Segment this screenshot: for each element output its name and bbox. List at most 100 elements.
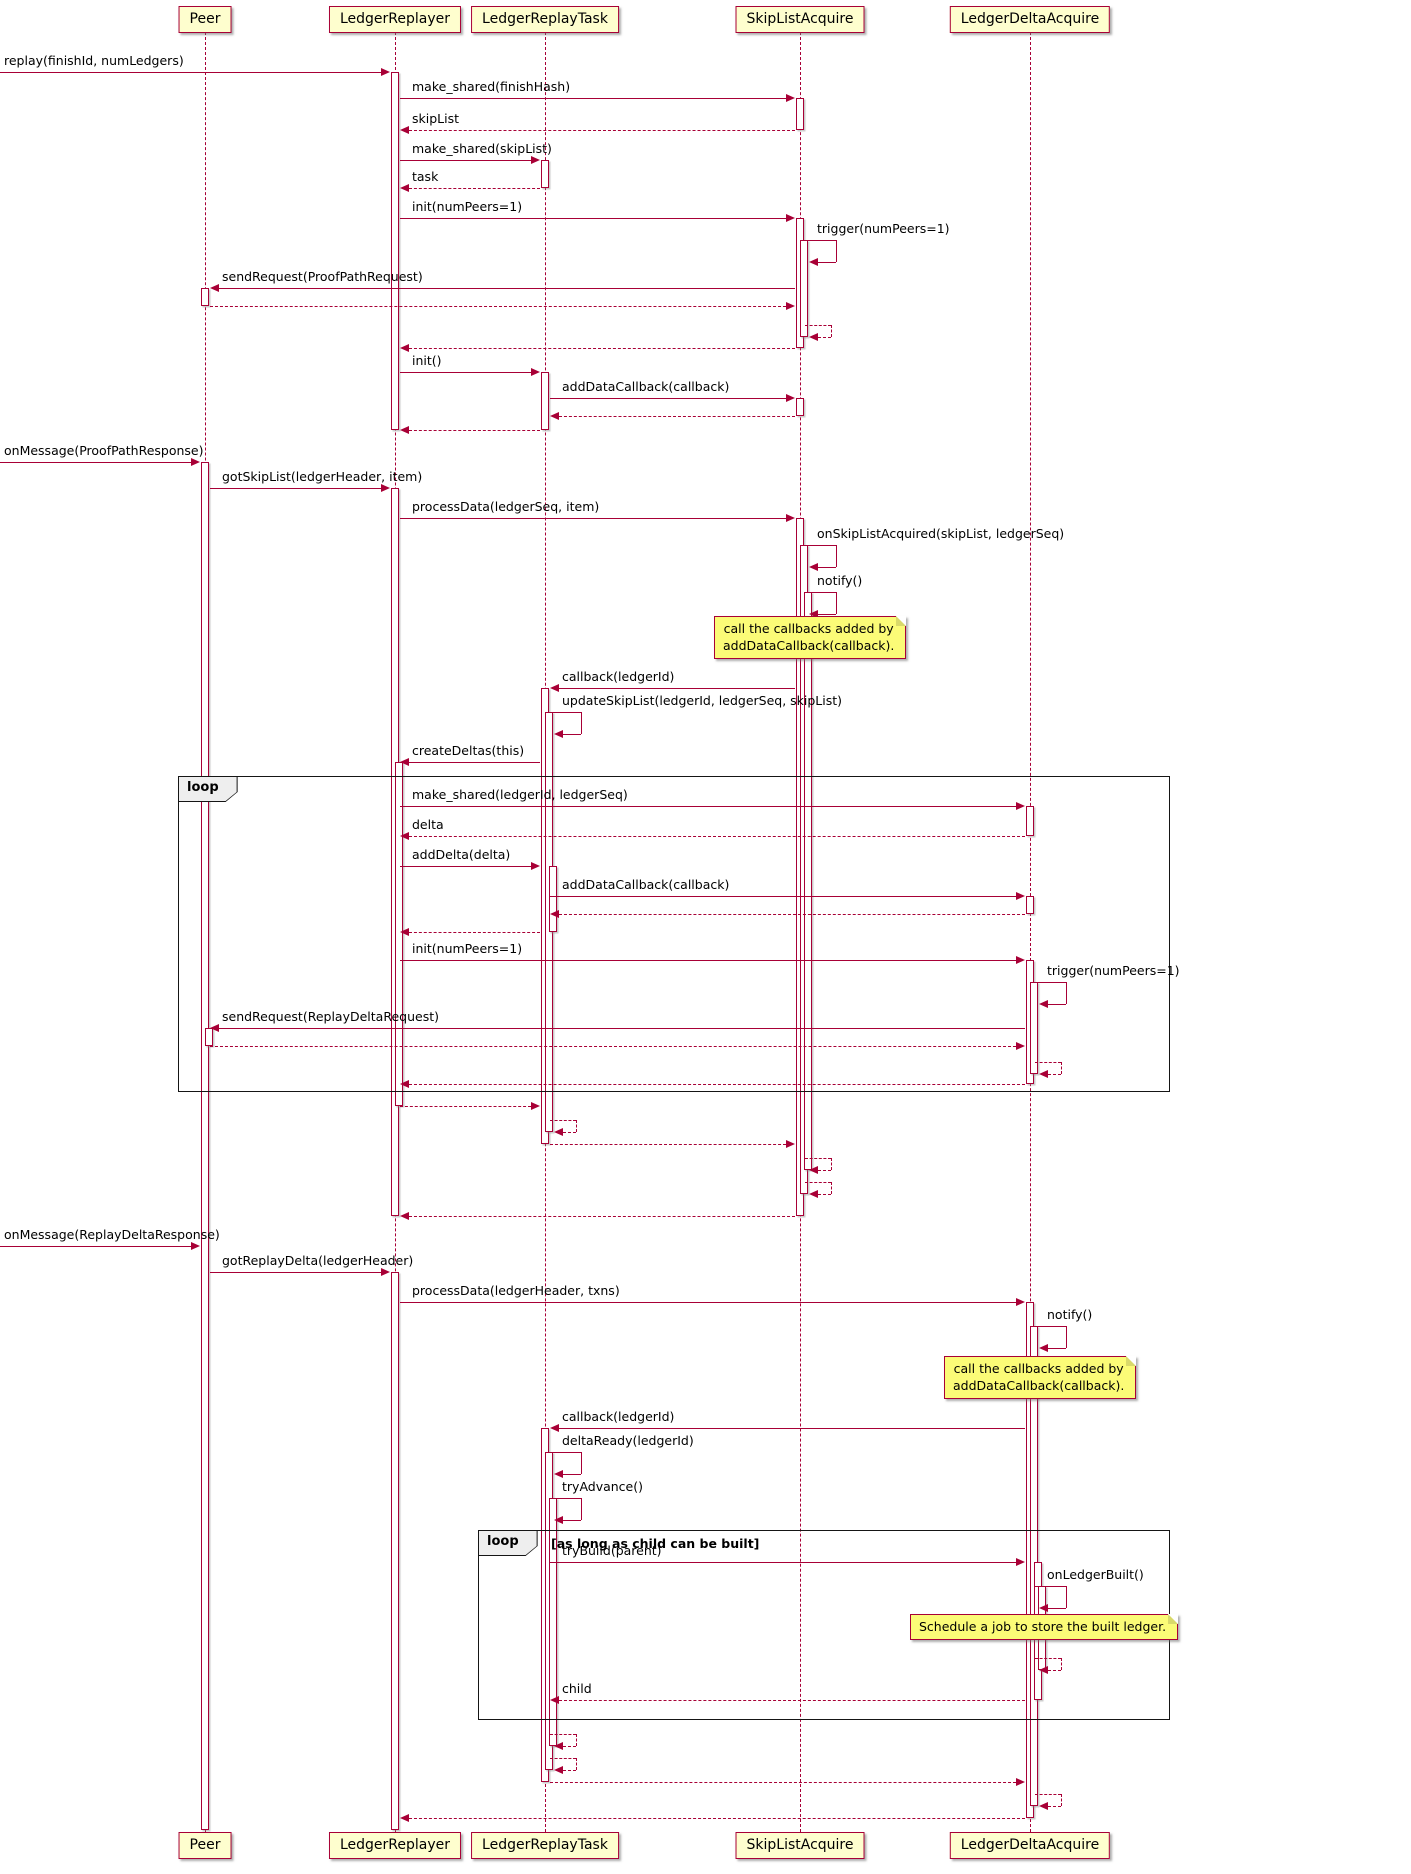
arrowhead — [400, 1080, 409, 1088]
arrowhead — [531, 862, 540, 870]
message-line — [409, 188, 540, 189]
self-message-top — [805, 240, 836, 241]
participant-skiplist-bottom: SkipListAcquire — [735, 1832, 865, 1859]
participant-replayer-top: LedgerReplayer — [328, 6, 462, 33]
self-message-bottom — [813, 1194, 831, 1195]
self-message-bottom — [558, 1132, 576, 1133]
lifeline-delta — [1030, 32, 1031, 1832]
arrowhead — [531, 368, 540, 376]
message-label: child — [562, 1681, 592, 1696]
message-label: make_shared(finishHash) — [412, 79, 571, 94]
message-label: make_shared(ledgerId, ledgerSeq) — [412, 787, 628, 802]
activation-bar-task — [541, 160, 549, 188]
message-line — [0, 72, 381, 73]
note-line: call the callbacks added by — [723, 621, 894, 636]
message-line — [400, 160, 531, 161]
self-message-side — [831, 325, 832, 337]
arrowhead — [786, 302, 795, 310]
message-label: init(numPeers=1) — [412, 941, 523, 956]
message-line — [559, 416, 795, 417]
arrowhead — [550, 910, 559, 918]
message-label: skipList — [412, 111, 460, 126]
self-message-top — [1035, 1586, 1066, 1587]
message-line — [550, 1144, 786, 1145]
participant-peer-bottom: Peer — [178, 1832, 232, 1859]
arrowhead — [1039, 1070, 1048, 1078]
arrowhead — [400, 758, 409, 766]
message-label: onMessage(ProofPathResponse) — [4, 443, 204, 458]
self-message-side — [581, 1452, 582, 1474]
self-message-side — [576, 1758, 577, 1770]
activation-bar-delta — [1026, 896, 1034, 914]
arrowhead — [400, 928, 409, 936]
message-label: make_shared(skipList) — [412, 141, 552, 156]
arrowhead — [809, 563, 818, 571]
note-line: addDataCallback(callback). — [953, 1378, 1125, 1393]
arrowhead — [400, 832, 409, 840]
arrowhead — [554, 1470, 563, 1478]
message-label: updateSkipList(ledgerId, ledgerSeq, skip… — [562, 693, 843, 708]
self-message-top — [1035, 1658, 1061, 1659]
note-line: addDataCallback(callback). — [723, 638, 895, 653]
activation-bar-delta — [1026, 806, 1034, 836]
message-label: addDelta(delta) — [412, 847, 511, 862]
arrowhead — [1016, 892, 1025, 900]
message-label: callback(ledgerId) — [562, 669, 675, 684]
message-label: tryBuild(parent) — [562, 1543, 662, 1558]
participant-delta-top: LedgerDeltaAcquire — [949, 6, 1111, 33]
self-message-side — [1066, 982, 1067, 1004]
participant-peer-top: Peer — [178, 6, 232, 33]
self-message-top — [1035, 982, 1066, 983]
message-line — [400, 518, 786, 519]
self-message-side — [836, 592, 837, 614]
self-message-bottom — [558, 1770, 576, 1771]
message-label: deltaReady(ledgerId) — [562, 1433, 694, 1448]
self-message-side — [1061, 1794, 1062, 1806]
arrowhead — [1016, 1042, 1025, 1050]
arrowhead — [1039, 1344, 1048, 1352]
arrowhead — [786, 214, 795, 222]
message-line — [409, 1216, 795, 1217]
arrowhead — [786, 394, 795, 402]
arrowhead — [554, 730, 563, 738]
message-line — [219, 288, 795, 289]
activation-bar-task — [541, 372, 549, 430]
self-message-top — [550, 1734, 576, 1735]
message-line — [400, 1106, 531, 1107]
message-label: notify() — [817, 573, 863, 588]
self-message-bottom — [813, 262, 836, 263]
arrowhead — [1016, 956, 1025, 964]
arrowhead — [554, 1742, 563, 1750]
message-label: trigger(numPeers=1) — [1047, 963, 1180, 978]
self-message-bottom — [558, 1474, 581, 1475]
message-label: processData(ledgerSeq, item) — [412, 499, 600, 514]
self-message-side — [831, 1182, 832, 1194]
self-message-bottom — [1043, 1806, 1061, 1807]
arrowhead — [786, 94, 795, 102]
message-line — [409, 130, 795, 131]
arrowhead — [210, 1024, 219, 1032]
self-message-bottom — [1043, 1004, 1066, 1005]
arrowhead — [550, 1696, 559, 1704]
self-message-bottom — [813, 614, 836, 615]
activation-bar-peer — [205, 1028, 213, 1046]
message-label: onSkipListAcquired(skipList, ledgerSeq) — [817, 526, 1065, 541]
loop-frame-tab: loop — [478, 1530, 538, 1556]
arrowhead — [1016, 1778, 1025, 1786]
note: Schedule a job to store the built ledger… — [910, 1614, 1179, 1640]
arrowhead — [400, 426, 409, 434]
message-label: notify() — [1047, 1307, 1093, 1322]
arrowhead — [809, 1190, 818, 1198]
loop-frame: loop[as long as child can be built] — [478, 1530, 1170, 1720]
message-line — [210, 1046, 1016, 1047]
participant-replayer-bottom: LedgerReplayer — [328, 1832, 462, 1859]
self-message-bottom — [813, 337, 831, 338]
message-label: onMessage(ReplayDeltaResponse) — [4, 1227, 220, 1242]
arrowhead — [381, 1268, 390, 1276]
activation-bar-skiplist — [796, 98, 804, 130]
message-line — [550, 1562, 1016, 1563]
arrowhead — [786, 1140, 795, 1148]
message-line — [550, 398, 786, 399]
